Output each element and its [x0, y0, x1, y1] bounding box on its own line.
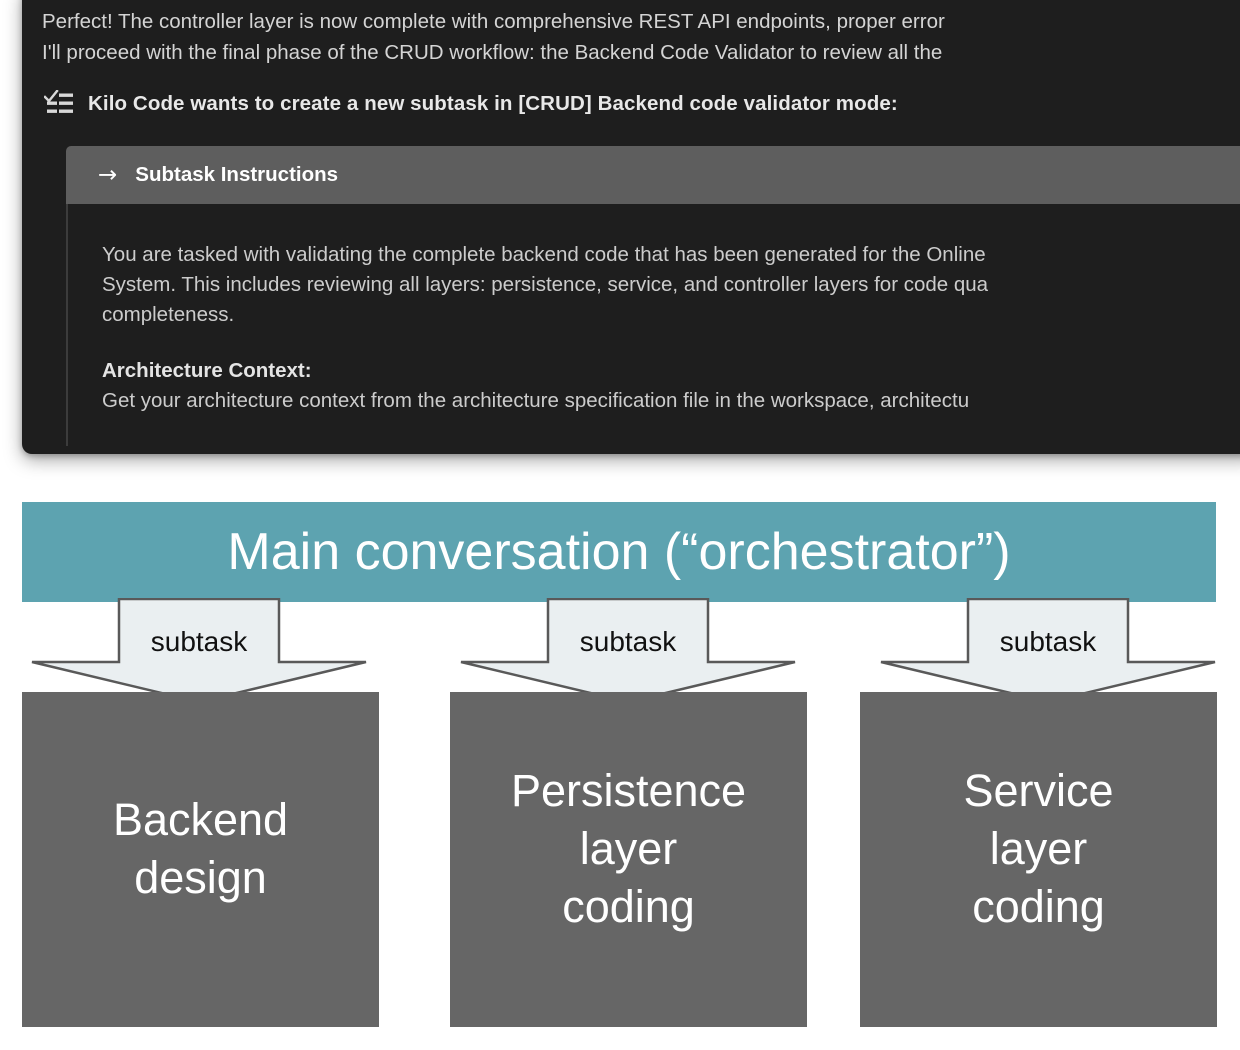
subtask-instructions-header[interactable]: → Subtask Instructions [66, 146, 1240, 204]
chat-panel-screenshot: Perfect! The controller layer is now com… [22, 0, 1240, 454]
subtask-body-line-1: You are tasked with validating the compl… [102, 243, 986, 266]
orchestrator-label: Main conversation (“orchestrator”) [227, 523, 1011, 581]
subtask-body-line-3: completeness. [102, 303, 235, 326]
assistant-line-2: I'll proceed with the final phase of the… [42, 41, 943, 64]
subtask-instructions-body: You are tasked with validating the compl… [66, 204, 1240, 446]
subtask-box-label-3: Service layer coding [963, 764, 1114, 932]
orchestrator-bar: Main conversation (“orchestrator”) [22, 502, 1216, 602]
subtask-arrow-2: subtask [460, 598, 796, 703]
subtask-box-service-layer: Service layer coding [860, 692, 1217, 1027]
chat-panel-content: Perfect! The controller layer is now com… [22, 0, 1240, 454]
subtask-body-line-2: System. This includes reviewing all laye… [102, 273, 989, 296]
architecture-context-heading-text: Architecture Context: [102, 359, 312, 382]
subtask-arrow-3: subtask [880, 598, 1216, 703]
subtask-box-backend-design: Backend design [22, 692, 379, 1027]
architecture-context-heading: Architecture Context: [102, 356, 1240, 386]
arrow-right-icon: → [98, 161, 118, 188]
subtask-request-title: Kilo Code wants to create a new subtask … [88, 92, 898, 115]
subtask-box-label-1: Backend design [112, 793, 289, 903]
architecture-context-line: Get your architecture context from the a… [102, 389, 970, 412]
assistant-line-1: Perfect! The controller layer is now com… [42, 10, 945, 33]
subtask-box-persistence-layer: Persistence layer coding [450, 692, 807, 1027]
subtask-box-label-2: Persistence layer coding [510, 764, 747, 932]
checklist-icon [43, 89, 74, 118]
subtask-arrow-1: subtask [31, 598, 367, 703]
subtask-instructions-card: → Subtask Instructions You are tasked wi… [66, 146, 1240, 446]
subtask-instructions-title: Subtask Instructions [135, 163, 339, 186]
orchestrator-subtask-diagram: Main conversation (“orchestrator”) subta… [0, 470, 1240, 1050]
subtask-request-header: Kilo Code wants to create a new subtask … [43, 89, 898, 118]
assistant-message: Perfect! The controller layer is now com… [42, 6, 1240, 68]
